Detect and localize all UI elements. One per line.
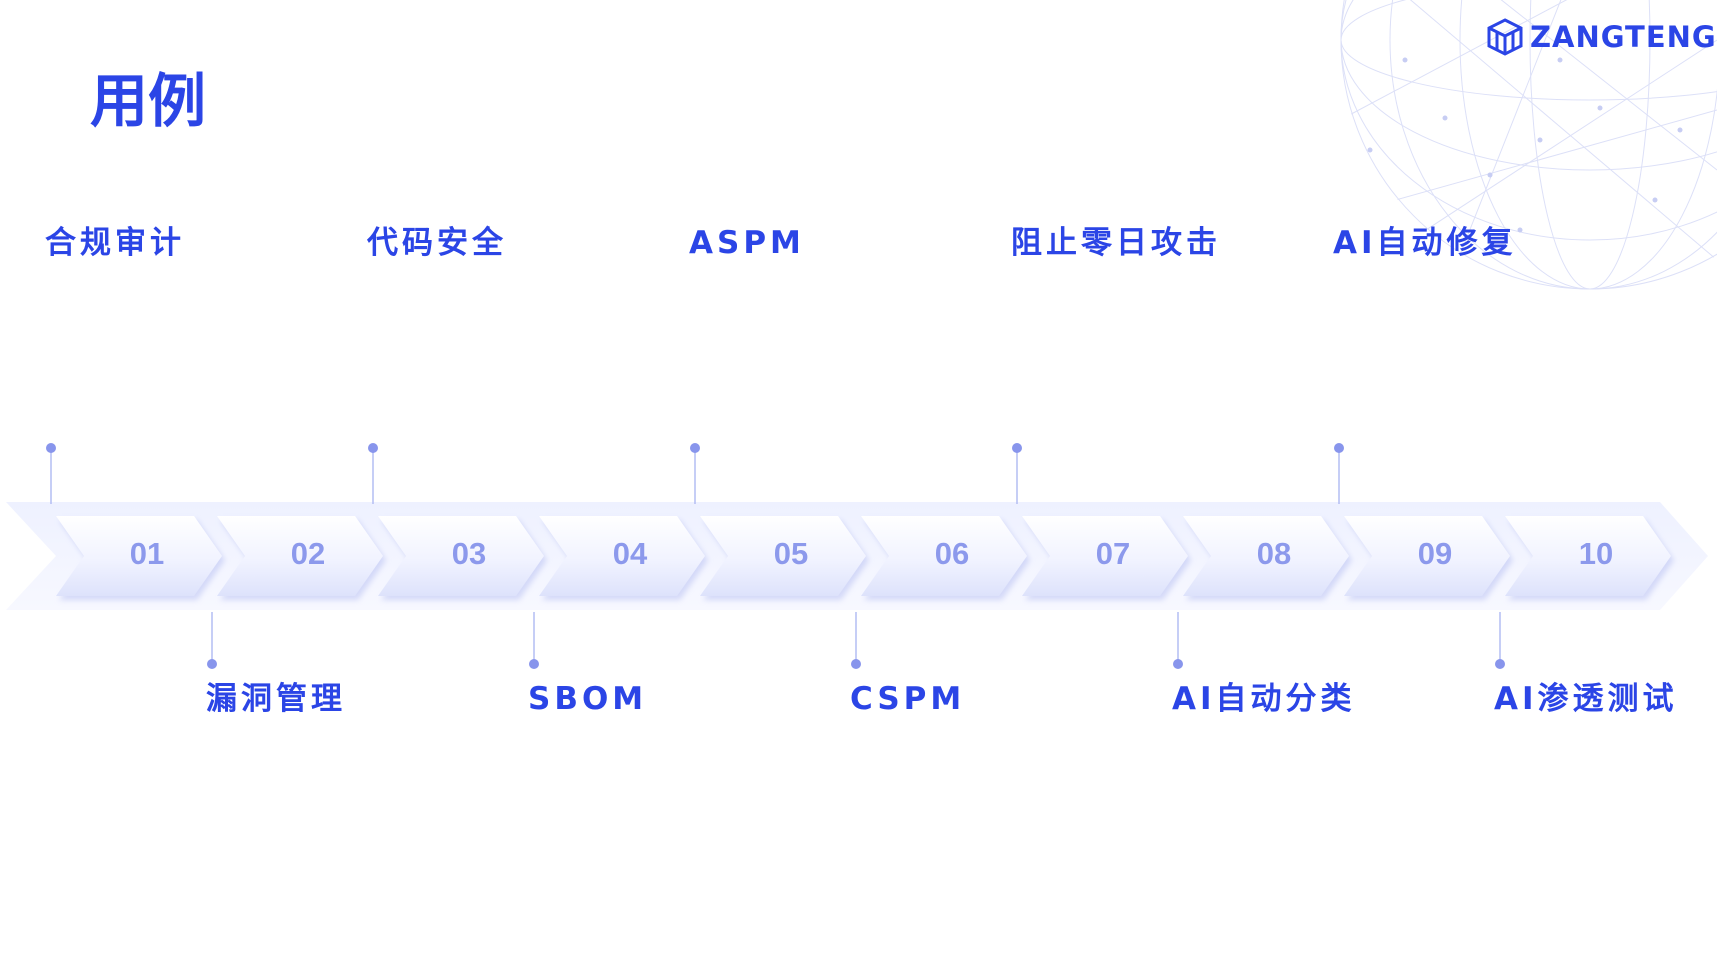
- brand-logo: ZANGTENG: [1486, 18, 1717, 56]
- chevron-step-06: [861, 516, 1027, 596]
- chevron-step-02: [217, 516, 383, 596]
- chevron-step-01: [56, 516, 222, 596]
- page-title: 用例: [90, 67, 207, 135]
- cube-logo-icon: [1487, 18, 1523, 56]
- connector-dot-07: [1012, 443, 1022, 453]
- step-label-05: ASPM: [689, 225, 805, 261]
- chevron-step-10: [1505, 516, 1671, 596]
- step-label-09: AI自动修复: [1333, 225, 1517, 261]
- step-label-07: 阻止零日攻击: [1011, 225, 1221, 261]
- step-number-10: 10: [1578, 536, 1614, 571]
- step-label-03: 代码安全: [367, 225, 507, 261]
- step-number-06: 06: [934, 536, 970, 571]
- step-number-01: 01: [129, 536, 165, 571]
- chevron-step-08: [1183, 516, 1349, 596]
- step-label-06: CSPM: [850, 681, 966, 717]
- step-number-09: 09: [1417, 536, 1453, 571]
- chevron-step-07: [1022, 516, 1188, 596]
- connector-dot-10: [1495, 659, 1505, 669]
- step-label-02: 漏洞管理: [206, 681, 346, 717]
- connector-dot-08: [1173, 659, 1183, 669]
- step-number-08: 08: [1256, 536, 1292, 571]
- connector-dot-01: [46, 443, 56, 453]
- step-number-07: 07: [1095, 536, 1131, 571]
- connector-dot-04: [529, 659, 539, 669]
- chevron-step-05: [700, 516, 866, 596]
- chevron-step-03: [378, 516, 544, 596]
- step-label-08: AI自动分类: [1172, 681, 1356, 717]
- connector-dot-02: [207, 659, 217, 669]
- connector-dot-05: [690, 443, 700, 453]
- chevron-step-09: [1344, 516, 1510, 596]
- step-number-02: 02: [290, 536, 326, 571]
- step-number-04: 04: [612, 536, 648, 571]
- step-number-03: 03: [451, 536, 487, 571]
- connector-dot-09: [1334, 443, 1344, 453]
- step-label-04: SBOM: [528, 681, 648, 717]
- step-number-05: 05: [773, 536, 809, 571]
- step-label-10: AI渗透测试: [1494, 681, 1678, 717]
- step-label-01: 合规审计: [45, 225, 185, 261]
- chevron-step-04: [539, 516, 705, 596]
- logo-text: ZANGTENG: [1530, 19, 1717, 54]
- connector-dot-06: [851, 659, 861, 669]
- connector-dot-03: [368, 443, 378, 453]
